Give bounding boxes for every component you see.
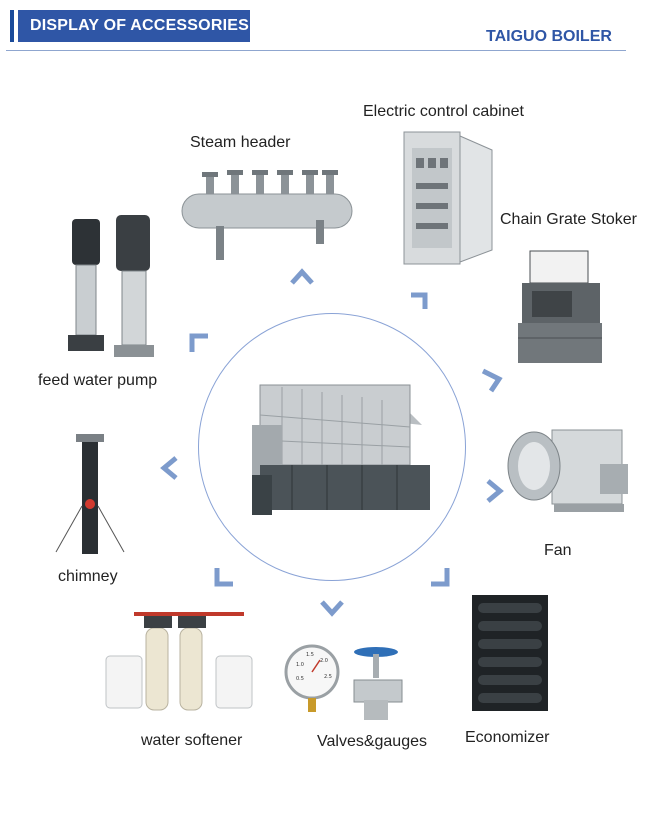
chevron-upleft-icon [186, 330, 214, 358]
chimney-image [50, 432, 130, 554]
boiler-image [222, 365, 442, 525]
gauge-tick: 1.0 [296, 662, 304, 668]
steam-header-label: Steam header [190, 134, 291, 151]
chevron-right-icon [480, 477, 508, 505]
header-accent-bar [10, 10, 14, 42]
chevron-upright-icon [405, 287, 433, 315]
center-circle [198, 313, 466, 581]
valves-gauges-image: 0.5 1.0 1.5 2.0 2.5 [284, 642, 414, 724]
water-softener-label: water softener [141, 732, 243, 749]
gauge-tick: 1.5 [306, 652, 314, 658]
chevron-up-icon [288, 263, 316, 291]
steam-header-image [176, 168, 356, 268]
feed-pump-label: feed water pump [38, 372, 158, 389]
electric-cabinet-image [402, 128, 497, 268]
gauge-tick: 2.0 [320, 658, 328, 664]
fan-label: Fan [544, 542, 572, 559]
chain-grate-image [512, 243, 607, 368]
gauge-tick: 2.5 [324, 674, 332, 680]
header-divider [6, 50, 626, 51]
chevron-right-icon [477, 365, 505, 393]
economizer-label: Economizer [465, 729, 550, 746]
fan-image [504, 424, 632, 516]
feed-pump-image [64, 213, 164, 361]
chain-grate-label: Chain Grate Stoker [500, 211, 637, 228]
water-softener-image [104, 608, 254, 712]
chevron-down-icon [318, 594, 346, 622]
economizer-image [466, 591, 554, 715]
chevron-downleft-icon [425, 562, 453, 590]
page-title: DISPLAY OF ACCESSORIES [18, 10, 250, 42]
electric-cabinet-label: Electric control cabinet [363, 103, 524, 120]
brand-name: TAIGUO BOILER [486, 28, 612, 45]
chimney-label: chimney [58, 568, 118, 585]
valves-gauges-label: Valves&gauges [317, 733, 427, 750]
chevron-downleft-icon [211, 562, 239, 590]
chevron-left-icon [156, 454, 184, 482]
gauge-tick: 0.5 [296, 676, 304, 682]
